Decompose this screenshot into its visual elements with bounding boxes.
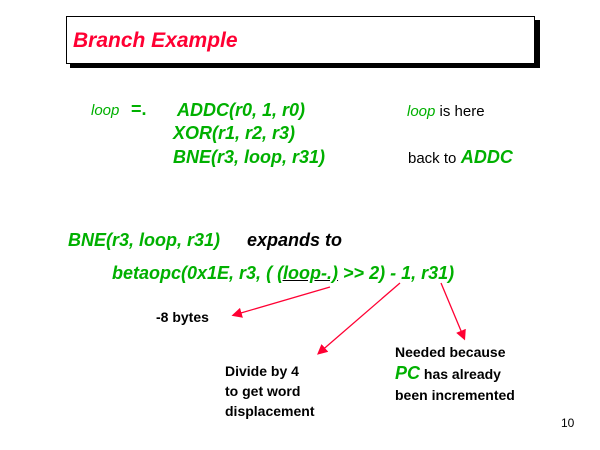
code-line-xor: XOR(r1, r2, r3) bbox=[173, 123, 296, 143]
arrow-to-bytes bbox=[231, 286, 331, 318]
note-bytes: -8 bytes bbox=[156, 309, 209, 325]
annotation-is-here: is here bbox=[439, 103, 485, 120]
note-pc: PC bbox=[395, 363, 421, 383]
expanded-post: >> 2) - 1, r31) bbox=[338, 263, 455, 283]
page-number: 10 bbox=[561, 416, 575, 430]
expands-to-label: expands to bbox=[247, 230, 343, 250]
loop-assign-op: =. bbox=[131, 99, 147, 119]
loop-label: loop bbox=[91, 102, 120, 119]
note-has-already: has already bbox=[423, 366, 501, 382]
code-line-bne: BNE(r3, loop, r31) bbox=[173, 147, 326, 167]
annotation-addc: ADDC bbox=[460, 147, 513, 167]
expansion-macro: BNE(r3, loop, r31) bbox=[68, 230, 221, 250]
arrow-to-divide bbox=[317, 282, 401, 355]
title-box: Branch Example bbox=[66, 16, 535, 64]
expanded-pre: betaopc(0x1E, r3, ( bbox=[112, 263, 278, 283]
note-divide-3: displacement bbox=[225, 403, 315, 419]
note-needed-3: been incremented bbox=[395, 387, 515, 403]
annotation-back-to-text: back to bbox=[408, 150, 457, 167]
note-divide-1: Divide by 4 bbox=[225, 363, 299, 379]
note-divide-2: to get word bbox=[225, 383, 301, 399]
expanded-offset: (loop-.) bbox=[277, 263, 339, 283]
slide-title: Branch Example bbox=[73, 29, 238, 52]
note-needed-2: PC has already bbox=[395, 364, 501, 382]
code-line-addc: ADDC(r0, 1, r0) bbox=[177, 100, 306, 120]
arrow-to-needed bbox=[440, 282, 466, 341]
expanded-code: betaopc(0x1E, r3, ( (loop-.) >> 2) - 1, … bbox=[112, 264, 454, 282]
annotation-loop-word: loop bbox=[407, 103, 436, 120]
annotation-back-to: back to ADDC bbox=[408, 148, 513, 167]
note-needed-1: Needed because bbox=[395, 344, 506, 360]
annotation-loop-here: loop is here bbox=[407, 104, 485, 119]
